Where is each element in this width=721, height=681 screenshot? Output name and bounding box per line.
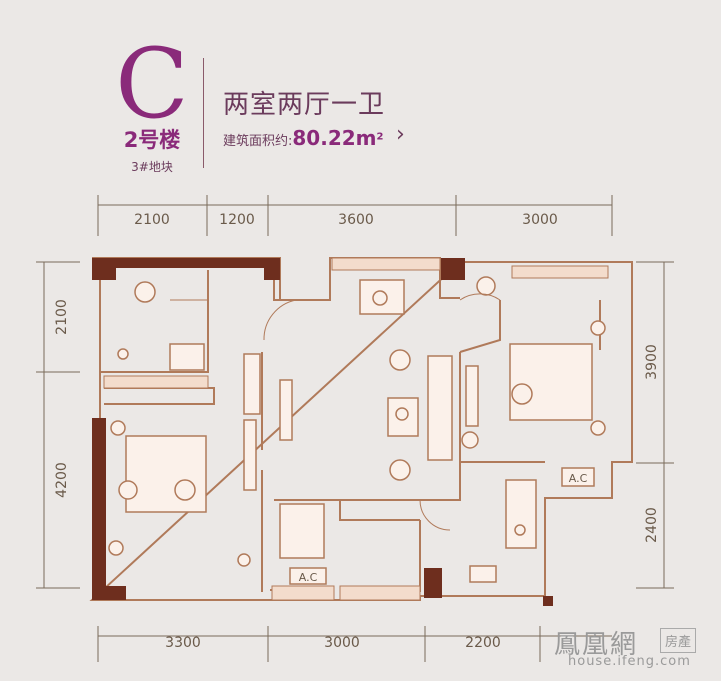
structural-columns	[92, 258, 553, 606]
area-value: 80.22m	[292, 126, 377, 150]
dim-top-4: 3000	[522, 212, 558, 228]
area-unit-sup: 2	[376, 131, 384, 143]
dim-right-2: 2400	[644, 507, 660, 543]
header-divider	[203, 58, 204, 168]
dim-bottom-3: 2200	[465, 635, 501, 651]
dim-right-1: 3900	[644, 344, 660, 380]
watermark-brand: 鳳凰網	[554, 630, 639, 660]
door-swings	[170, 293, 501, 531]
area-label: 建筑面积约:	[223, 134, 293, 149]
dim-left-2: 4200	[54, 462, 70, 498]
dim-left-1: 2100	[54, 299, 70, 335]
dim-top-3: 3600	[338, 212, 374, 228]
dim-top-2: 1200	[219, 212, 255, 228]
ac-label-bottom: A.C	[299, 571, 318, 584]
windows	[103, 257, 609, 601]
watermark-tag: 房產	[660, 628, 697, 653]
watermark-url: house.ifeng.com	[568, 654, 691, 669]
chevron-right-icon[interactable]: ›	[396, 122, 405, 147]
building-number: 2号楼	[123, 128, 181, 152]
dim-top-1: 2100	[134, 212, 170, 228]
dim-bottom-1: 3300	[165, 635, 201, 651]
plot-label: 3#地块	[131, 160, 173, 174]
furniture	[108, 276, 606, 585]
dim-bottom-2: 3000	[324, 635, 360, 651]
layout-title: 两室两厅一卫	[223, 90, 386, 120]
dimension-lines	[36, 195, 674, 662]
ac-label-right: A.C	[569, 472, 588, 485]
unit-letter: C	[115, 28, 189, 140]
area-line: 建筑面积约:80.22m2	[223, 126, 383, 150]
